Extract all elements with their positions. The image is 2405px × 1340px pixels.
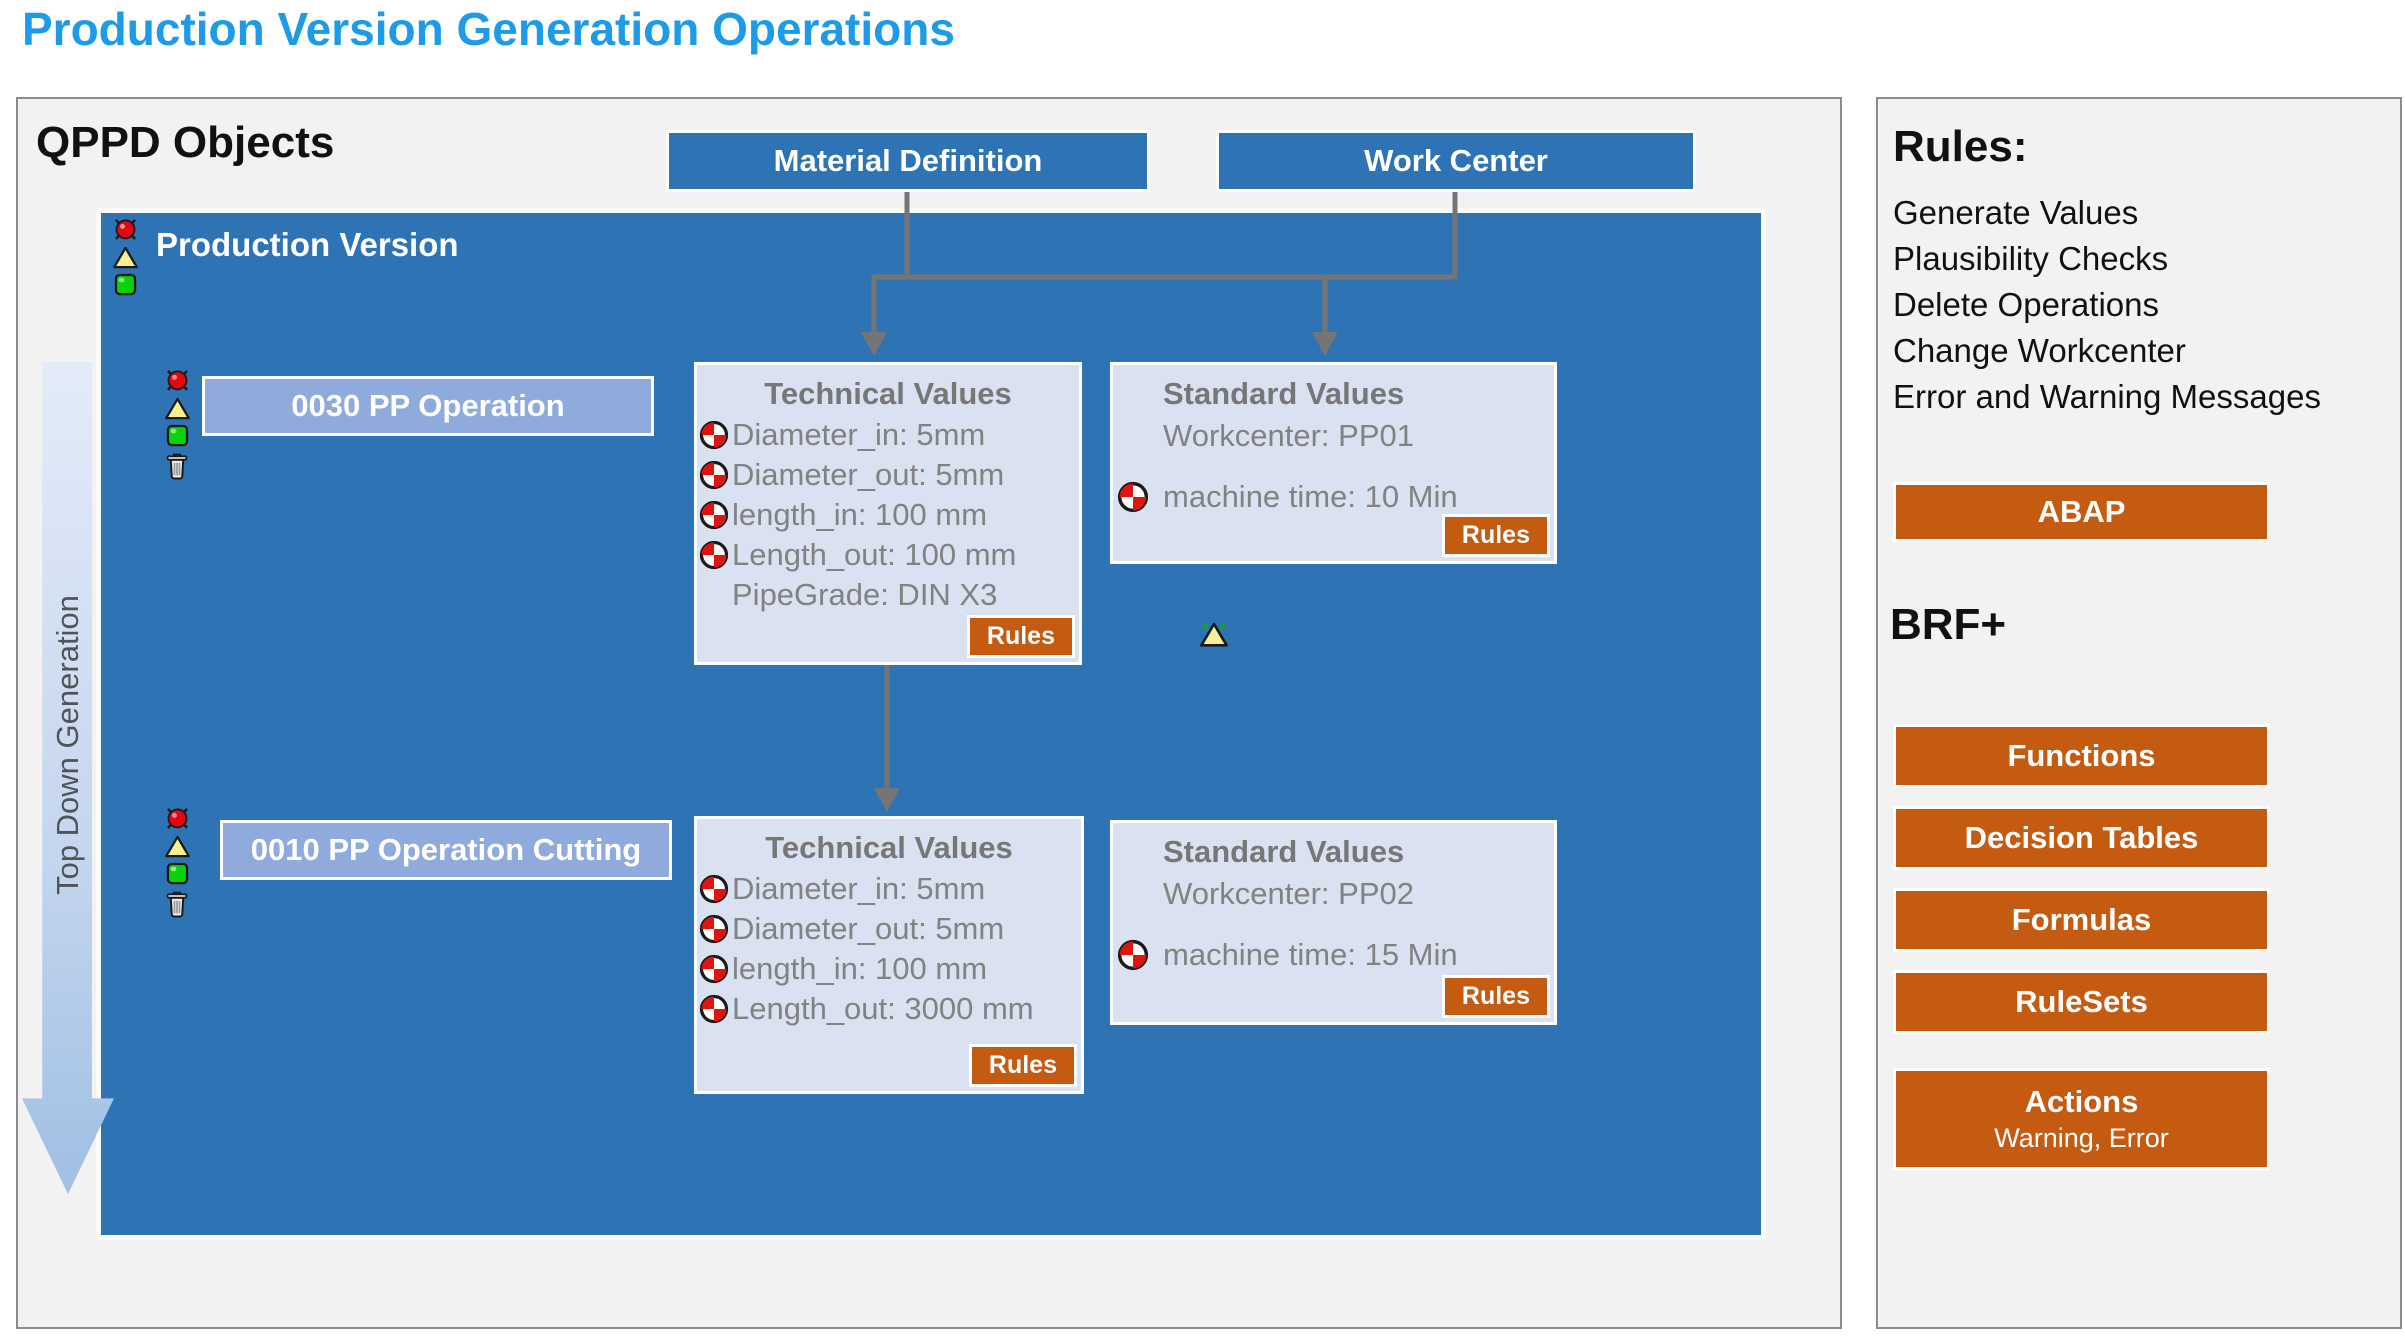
quadrant-status-icon xyxy=(699,954,729,984)
quadrant-status-icon xyxy=(699,994,729,1024)
operation-status-icons xyxy=(162,806,192,919)
page-title: Production Version Generation Operations xyxy=(22,3,955,55)
operation-box-0030: 0030 PP Operation xyxy=(202,376,654,436)
rules-list-item: Generate Values xyxy=(1893,194,2139,231)
actions-button[interactable]: Actions Warning, Error xyxy=(1893,1068,2270,1170)
quadrant-status-icon xyxy=(1117,939,1149,971)
standard-values-title: Standard Values xyxy=(1163,834,1405,869)
technical-values-title: Technical Values xyxy=(764,376,1012,411)
value-line: Length_out: 100 mm xyxy=(697,535,1079,575)
value-text: length_in: 100 mm xyxy=(732,497,988,532)
warning-triangle-icon xyxy=(1200,622,1228,647)
yellow-triangle-icon xyxy=(113,246,138,269)
value-line: length_in: 100 mm xyxy=(697,949,1081,989)
value-text: Length_out: 100 mm xyxy=(732,537,1017,572)
material-definition-label: Material Definition xyxy=(773,143,1043,178)
yellow-triangle-icon xyxy=(164,835,190,858)
quadrant-status-icon xyxy=(699,874,729,904)
value-line: Diameter_out: 5mm xyxy=(697,455,1079,495)
rules-list-item: Error and Warning Messages xyxy=(1893,378,2321,415)
material-definition-box: Material Definition xyxy=(666,130,1150,192)
rules-list-item: Plausibility Checks xyxy=(1893,240,2169,277)
value-text: Diameter_in: 5mm xyxy=(732,871,986,906)
standard-values-title: Standard Values xyxy=(1163,376,1405,411)
qppd-heading: QPPD Objects xyxy=(36,118,335,167)
value-line: Diameter_in: 5mm xyxy=(697,869,1081,909)
red-lamp-icon xyxy=(166,807,188,830)
actions-label: Actions xyxy=(2024,1083,2139,1119)
value-line: length_in: 100 mm xyxy=(697,495,1079,535)
actions-sub-label: Warning, Error xyxy=(1994,1122,2169,1153)
quadrant-status-icon xyxy=(699,540,729,570)
value-text: Diameter_in: 5mm xyxy=(732,417,986,452)
workcenter-value: Workcenter: PP02 xyxy=(1163,876,1414,911)
functions-button[interactable]: Functions xyxy=(1893,724,2270,788)
rules-button[interactable]: Rules xyxy=(968,1044,1077,1087)
value-line: Length_out: 3000 mm xyxy=(697,989,1081,1029)
rulesets-button[interactable]: RuleSets xyxy=(1893,970,2270,1034)
machine-time-value: machine time: 15 Min xyxy=(1163,937,1458,972)
technical-values-box-2: Technical Values Diameter_in: 5mm Diamet… xyxy=(694,816,1084,1094)
production-version-status-icons xyxy=(112,217,139,298)
green-square-icon xyxy=(166,862,188,885)
rules-button[interactable]: Rules xyxy=(966,615,1075,658)
value-text: Diameter_out: 5mm xyxy=(732,457,1005,492)
quadrant-status-icon xyxy=(699,500,729,530)
operation-box-0010: 0010 PP Operation Cutting xyxy=(220,820,672,880)
technical-values-title: Technical Values xyxy=(765,830,1013,865)
rules-list: Generate Values Plausibility Checks Dele… xyxy=(1893,190,2321,420)
value-text: PipeGrade: DIN X3 xyxy=(732,577,998,612)
value-text: Length_out: 3000 mm xyxy=(732,991,1034,1026)
standard-values-box-1: Standard Values Workcenter: PP01 machine… xyxy=(1110,362,1557,564)
trash-icon[interactable] xyxy=(162,451,192,481)
rules-heading: Rules: xyxy=(1893,122,2028,171)
green-square-icon xyxy=(114,273,137,296)
quadrant-status-icon xyxy=(1117,481,1149,513)
green-square-icon xyxy=(166,424,188,447)
machine-time-line: machine time: 15 Min xyxy=(1113,937,1554,973)
operation-label: 0030 PP Operation xyxy=(291,388,565,423)
value-text: Diameter_out: 5mm xyxy=(732,911,1005,946)
standard-values-box-2: Standard Values Workcenter: PP02 machine… xyxy=(1110,820,1557,1025)
red-lamp-icon xyxy=(166,369,188,392)
quadrant-status-icon xyxy=(699,914,729,944)
production-version-label: Production Version xyxy=(156,226,459,263)
technical-values-box-1: Technical Values Diameter_in: 5mm Diamet… xyxy=(694,362,1082,665)
yellow-triangle-icon xyxy=(164,397,190,420)
rules-list-item: Change Workcenter xyxy=(1893,332,2186,369)
value-line: PipeGrade: DIN X3 xyxy=(697,575,1079,615)
abap-button[interactable]: ABAP xyxy=(1893,482,2270,542)
quadrant-status-icon xyxy=(699,460,729,490)
machine-time-value: machine time: 10 Min xyxy=(1163,479,1458,514)
operation-label: 0010 PP Operation Cutting xyxy=(250,832,642,867)
work-center-label: Work Center xyxy=(1364,143,1548,178)
value-line: Diameter_out: 5mm xyxy=(697,909,1081,949)
workcenter-value: Workcenter: PP01 xyxy=(1163,418,1414,453)
operation-status-icons xyxy=(162,368,192,481)
rules-button[interactable]: Rules xyxy=(1441,975,1550,1018)
work-center-box: Work Center xyxy=(1216,130,1696,192)
value-text: length_in: 100 mm xyxy=(732,951,988,986)
rules-button[interactable]: Rules xyxy=(1441,514,1550,557)
quadrant-status-icon xyxy=(699,420,729,450)
top-down-generation-label: Top Down Generation xyxy=(50,594,85,895)
decision-tables-button[interactable]: Decision Tables xyxy=(1893,806,2270,870)
formulas-button[interactable]: Formulas xyxy=(1893,888,2270,952)
machine-time-line: machine time: 10 Min xyxy=(1113,479,1554,515)
rules-list-item: Delete Operations xyxy=(1893,286,2159,323)
value-line: Diameter_in: 5mm xyxy=(697,415,1079,455)
red-lamp-icon xyxy=(114,218,137,241)
trash-icon[interactable] xyxy=(162,889,192,919)
brf-heading: BRF+ xyxy=(1890,600,2007,649)
